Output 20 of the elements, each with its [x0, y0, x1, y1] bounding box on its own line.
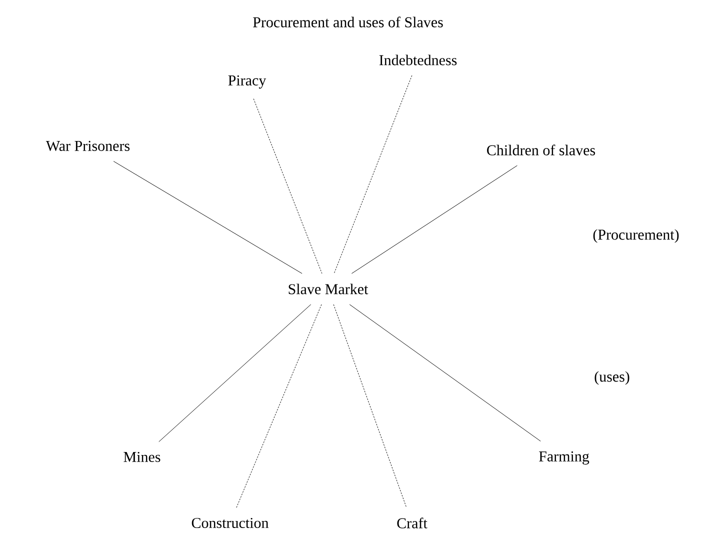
connector-line — [113, 161, 302, 274]
note-label: (uses) — [594, 371, 630, 385]
connector-line — [158, 304, 312, 442]
connector-line — [351, 165, 518, 274]
connector-line — [349, 304, 541, 442]
title: Procurement and uses of Slaves — [253, 16, 443, 28]
node-label: Construction — [192, 518, 269, 528]
connector-line — [333, 304, 407, 508]
node-label: Children of slaves — [487, 144, 596, 156]
node-label: Craft — [397, 518, 428, 528]
node-label: Farming — [539, 451, 590, 465]
node-label: Indebtedness — [379, 54, 457, 66]
connector-line — [253, 98, 322, 274]
connector-line — [236, 304, 322, 508]
node-label: Mines — [124, 452, 160, 462]
note-label: (Procurement) — [593, 229, 679, 243]
node-label: Piracy — [228, 75, 266, 89]
center-label: Slave Market — [288, 284, 368, 294]
node-label: War Prisoners — [46, 140, 130, 152]
connector-line — [334, 75, 412, 274]
